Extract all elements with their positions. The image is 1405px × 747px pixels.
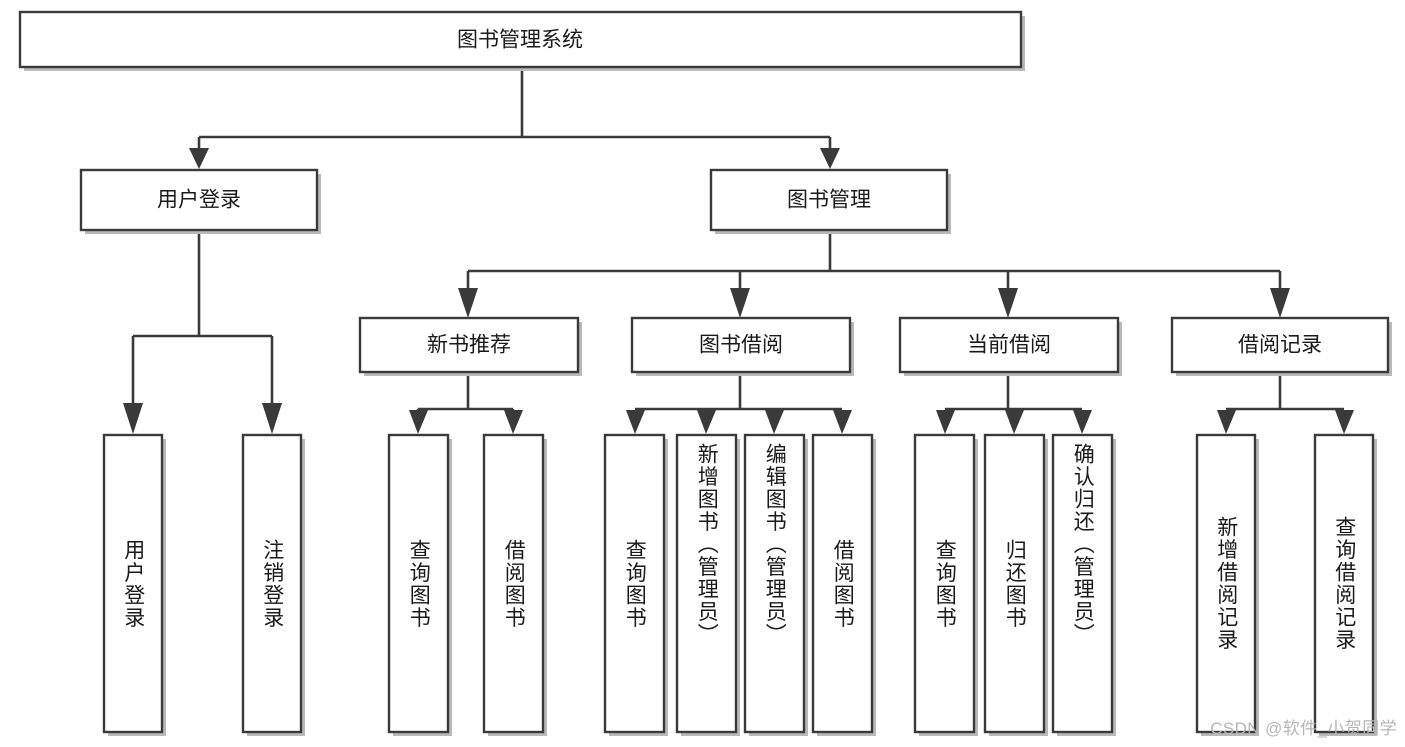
arrow-head-leaf-bb-2 <box>697 410 716 434</box>
connector-group-book-borrow <box>626 373 852 434</box>
connector-group-borrow-record <box>1217 373 1354 434</box>
arrow-head-book-manage <box>820 148 840 169</box>
arrow-head-leaf-bb-4 <box>833 410 852 434</box>
arrow-head-leaf-br-1 <box>1217 410 1236 434</box>
node-new-book[interactable]: 新书推荐 <box>358 316 582 376</box>
leaf-node-current-borrow-3[interactable] <box>1051 433 1116 736</box>
arrow-head-user-login <box>189 148 209 169</box>
arrow-head-borrow-record <box>1270 288 1290 318</box>
arrow-head-new-book <box>458 288 478 318</box>
node-borrow-record-label: 借阅记录 <box>1238 334 1322 357</box>
arrow-head-leaf-nb-2 <box>504 410 523 434</box>
leaf-node-book-borrow-4[interactable] <box>811 433 876 736</box>
leaf-node-current-borrow-1[interactable] <box>913 433 978 736</box>
node-root[interactable]: 图书管理系统 <box>18 10 1025 71</box>
leaf-node-new-book-2[interactable] <box>482 433 547 736</box>
connector-group-new-book <box>409 373 523 434</box>
node-book-borrow[interactable]: 图书借阅 <box>630 316 854 376</box>
arrow-head-leaf-ul-1 <box>123 403 143 434</box>
arrow-head-leaf-ul-2 <box>262 403 282 434</box>
arrow-head-leaf-cb-2 <box>1005 410 1024 434</box>
node-new-book-label: 新书推荐 <box>427 334 511 357</box>
watermark-text: CSDN @软件_小贺同学 <box>1210 719 1397 738</box>
leaf-node-book-borrow-3[interactable] <box>743 433 808 736</box>
node-book-manage[interactable]: 图书管理 <box>709 168 951 234</box>
connector-group-book-manage <box>458 232 1290 318</box>
arrow-head-current-borrow <box>998 288 1018 318</box>
leaf-node-book-borrow-1[interactable] <box>603 433 668 736</box>
connector-group-current-borrow <box>936 373 1092 434</box>
node-borrow-record[interactable]: 借阅记录 <box>1170 316 1392 376</box>
connector-group-root <box>189 68 840 169</box>
connector-group-user-login <box>123 232 282 434</box>
node-book-borrow-label: 图书借阅 <box>699 334 783 357</box>
arrow-head-leaf-bb-3 <box>765 410 784 434</box>
arrow-head-leaf-br-2 <box>1335 410 1354 434</box>
leaf-node-new-book-1[interactable] <box>387 433 452 736</box>
node-current-borrow[interactable]: 当前借阅 <box>898 316 1122 376</box>
leaf-node-book-borrow-2[interactable] <box>675 433 740 736</box>
arrow-head-leaf-bb-1 <box>626 410 645 434</box>
node-user-login-label: 用户登录 <box>157 189 241 212</box>
leaf-node-current-borrow-2[interactable] <box>983 433 1048 736</box>
node-user-login[interactable]: 用户登录 <box>79 168 321 234</box>
leaf-node-borrow-record-1[interactable] <box>1195 433 1259 736</box>
arrow-head-book-borrow <box>730 288 750 318</box>
leaf-node-borrow-record-2[interactable] <box>1313 433 1377 736</box>
arrow-head-leaf-cb-3 <box>1073 410 1092 434</box>
arrow-head-leaf-nb-1 <box>409 410 428 434</box>
node-book-manage-label: 图书管理 <box>787 189 871 212</box>
node-root-label: 图书管理系统 <box>457 29 583 52</box>
node-current-borrow-label: 当前借阅 <box>967 334 1051 357</box>
leaf-node-user-login-1[interactable] <box>102 433 166 736</box>
arrow-head-leaf-cb-1 <box>936 410 955 434</box>
leaf-node-user-login-2[interactable] <box>241 433 305 736</box>
